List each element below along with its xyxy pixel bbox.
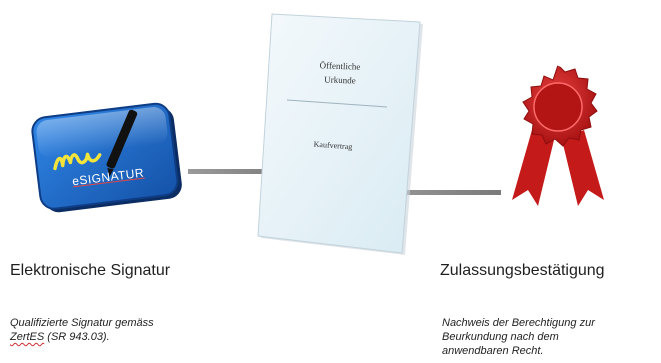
- pen-icon: [106, 109, 138, 177]
- admission-confirmation-heading: Zulassungsbestätigung: [440, 262, 605, 279]
- signature-scribble: [53, 152, 102, 171]
- seal-at-symbol: @: [547, 29, 587, 71]
- zertes-word: ZertES: [10, 331, 45, 343]
- right-desc-line2: Beurkundung nach dem: [442, 331, 559, 343]
- left-desc-line2: ZertES (SR 943.03).: [10, 330, 240, 344]
- document-title-line2: Urkunde: [324, 74, 356, 86]
- electronic-signature-description: Qualifizierte Signatur gemäss ZertES (SR…: [10, 316, 240, 344]
- at-seal-icon: [512, 64, 604, 206]
- document-page-icon: [257, 13, 423, 255]
- esignatur-tile-icon: [31, 102, 182, 213]
- right-desc-line3: anwendbaren Recht.: [442, 345, 544, 357]
- document-title-line1: Öffentliche: [319, 60, 361, 72]
- left-desc-line1: Qualifizierte Signatur gemäss: [10, 317, 154, 329]
- left-desc-line2-rest: (SR 943.03).: [44, 331, 110, 343]
- admission-confirmation-description: Nachweis der Berechtigung zur Beurkundun…: [442, 316, 657, 358]
- electronic-signature-heading: Elektronische Signatur: [10, 262, 171, 279]
- right-desc-line1: Nachweis der Berechtigung zur: [442, 317, 595, 329]
